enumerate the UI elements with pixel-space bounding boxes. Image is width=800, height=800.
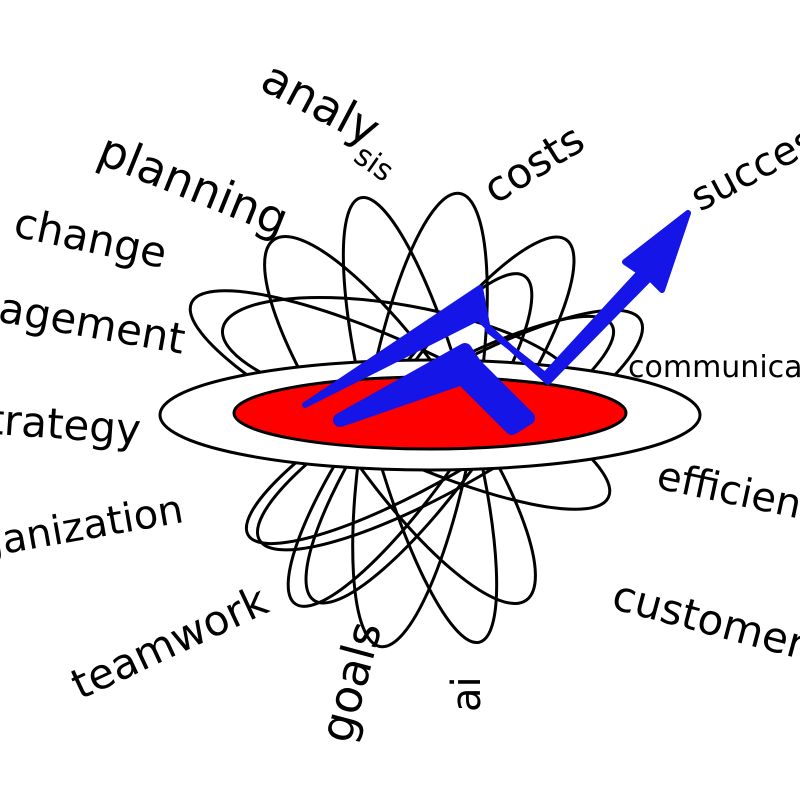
word-customer: customer xyxy=(607,570,800,669)
word-costs: costs xyxy=(474,114,592,213)
word-strategy: strategy xyxy=(0,393,142,454)
word-success: success xyxy=(683,107,800,221)
arrow-lower xyxy=(333,343,535,435)
arrow-upper xyxy=(302,210,691,408)
word-ai: ai xyxy=(444,676,490,712)
word-goals: goals xyxy=(308,616,392,748)
word-management: management xyxy=(0,267,189,364)
word-change: change xyxy=(10,198,171,278)
word-communication: communication xyxy=(628,350,800,385)
word-organization: organization xyxy=(0,486,187,574)
word-efficiency: efficiency xyxy=(653,453,800,538)
word-teamwork: teamwork xyxy=(64,575,276,709)
growth-arrow xyxy=(302,210,691,435)
